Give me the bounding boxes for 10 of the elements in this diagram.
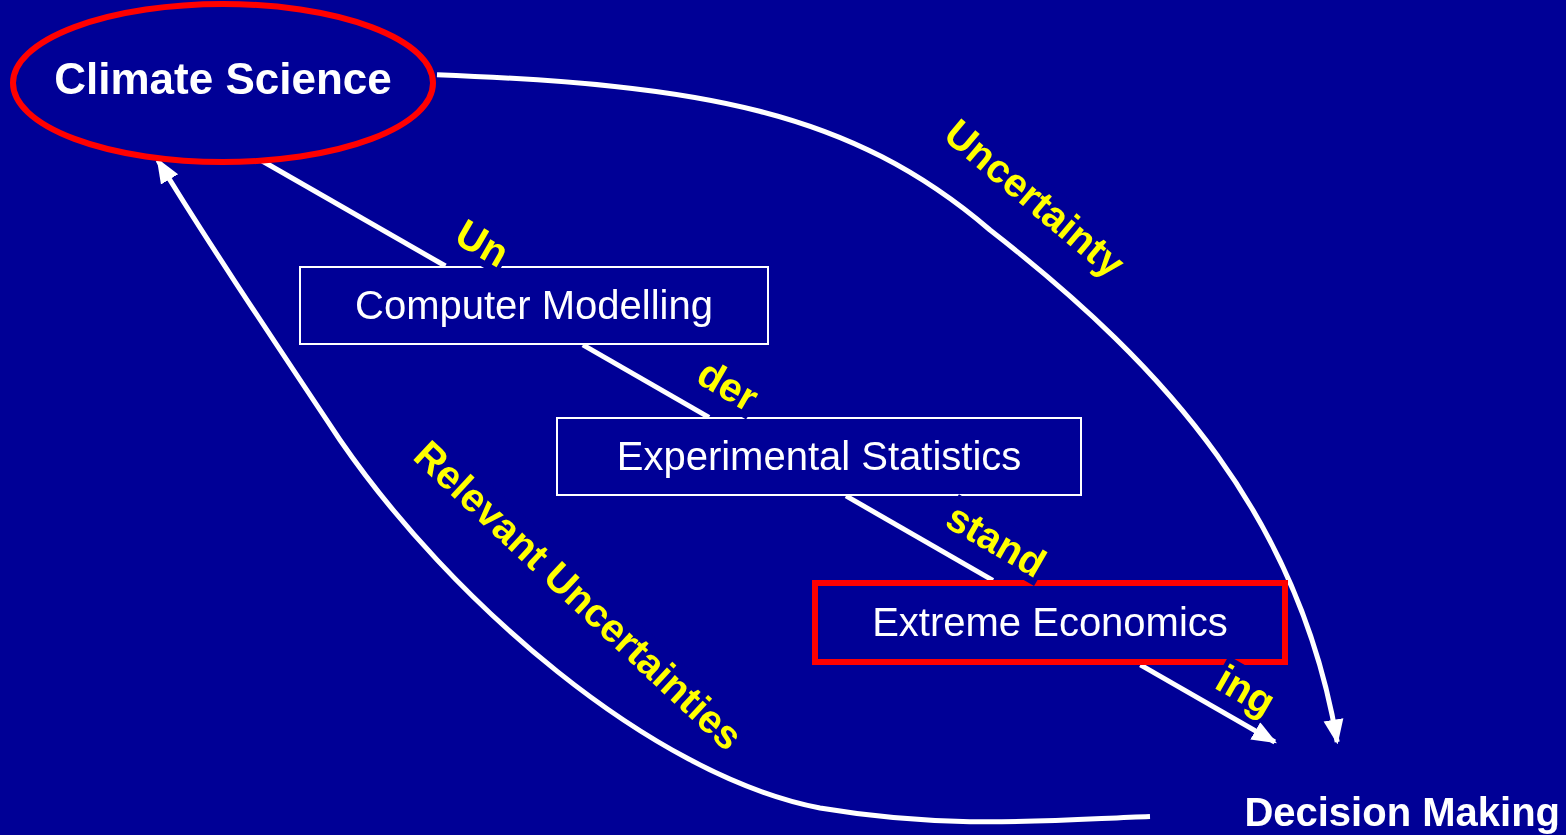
- node-label: Climate Science: [54, 54, 392, 104]
- process-box: [556, 417, 1082, 496]
- process-box: [812, 580, 1288, 665]
- node-label: Computer Modelling: [355, 283, 713, 328]
- arrow: [155, 158, 1151, 825]
- process-box: [299, 266, 769, 345]
- ellipse-node: [9, 0, 437, 166]
- arrow: [436, 72, 1343, 745]
- node-label: Decision Making: [1244, 790, 1560, 835]
- node-label: Extreme Economics: [872, 600, 1228, 645]
